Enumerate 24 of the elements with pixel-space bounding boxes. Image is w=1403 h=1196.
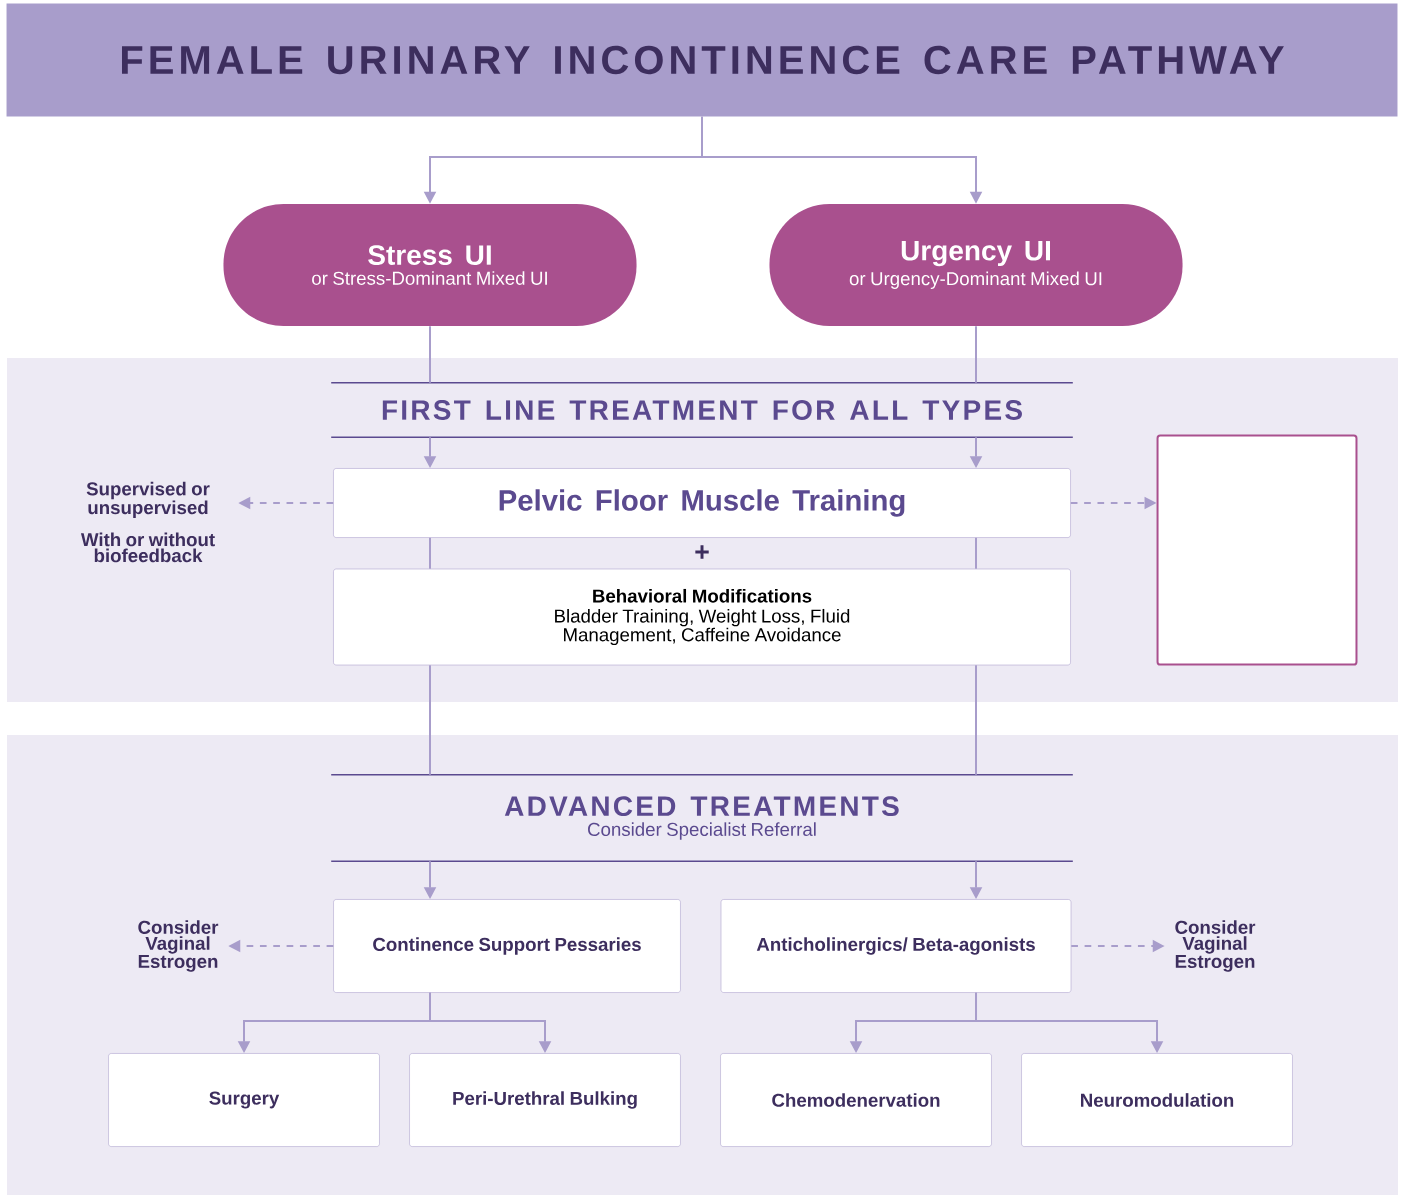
treatment-box: Pelvic Floor Muscle Training <box>333 468 1071 538</box>
plus-sign: + <box>695 545 709 559</box>
category-pill: Stress UI or Stress-Dominant Mixed UI <box>223 204 637 326</box>
side-note: Consider Vaginal Estrogen <box>1175 920 1256 972</box>
treatment-box: Surgery <box>108 1053 380 1147</box>
title-banner: FEMALE URINARY INCONTINENCE CARE PATHWAY <box>6 3 1398 117</box>
treatment-box: Continence Support Pessaries <box>333 899 681 993</box>
connector-line <box>975 325 977 384</box>
treatment-box: Neuromodulation <box>1021 1053 1293 1147</box>
section-header: ADVANCED TREATMENTS Consider Specialist Referral <box>330 774 1074 862</box>
treatment-box: Behavioral Modifications Bladder Training, Weight Loss, Fluid Management, Caffeine Avoidance <box>333 568 1071 666</box>
treatment-box: Chemodenervation <box>720 1053 992 1147</box>
connector-line <box>429 536 431 570</box>
section-header: FIRST LINE TREATMENT FOR ALL TYPES <box>330 382 1074 438</box>
note-box <box>1156 434 1358 666</box>
side-note: Consider Vaginal Estrogen <box>138 920 219 972</box>
connector-line <box>429 664 431 776</box>
treatment-box: Anticholinergics/ Beta-agonists <box>720 899 1072 993</box>
connector-line <box>975 536 977 570</box>
category-pill: Urgency UI or Urgency-Dominant Mixed UI <box>769 204 1183 326</box>
connector-line <box>975 664 977 776</box>
connector-line <box>429 325 431 384</box>
side-note: Supervised or unsupervised With or without biofeedback <box>80 481 215 563</box>
treatment-box: Peri-Urethral Bulking <box>409 1053 681 1147</box>
